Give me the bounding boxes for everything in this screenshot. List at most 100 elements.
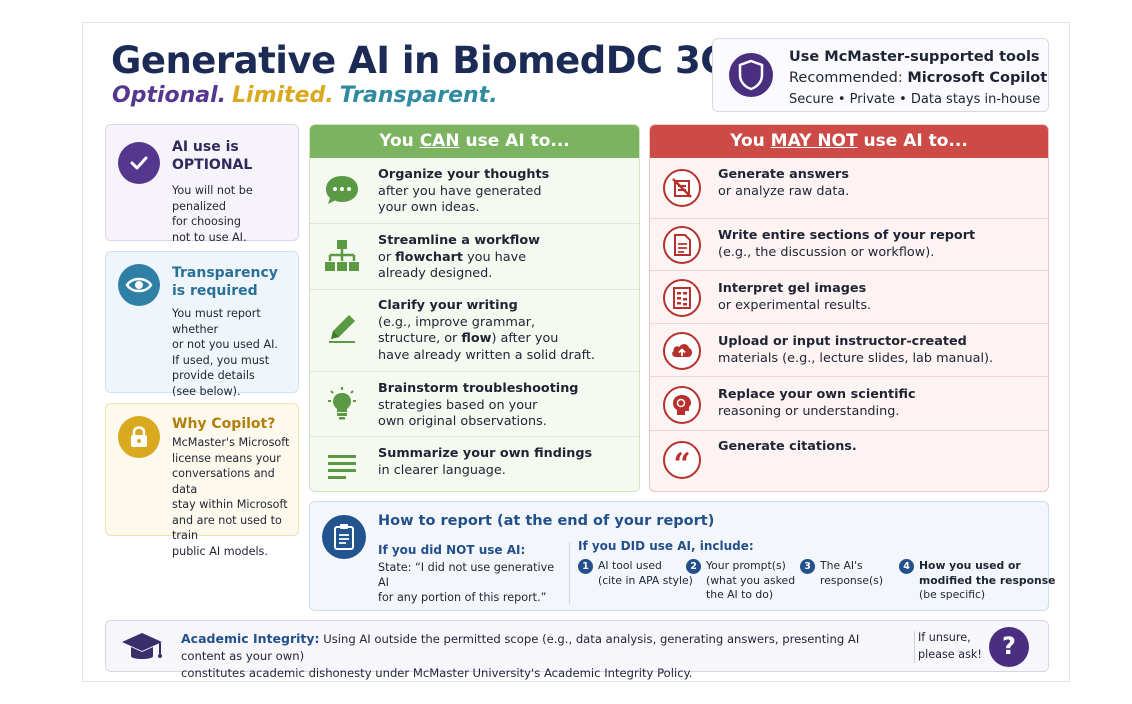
can-item: Organize your thoughts after you have ge… [310,158,639,223]
may-not-item: Generate answers or analyze raw data. [650,158,1048,218]
copilot-body-line: public AI models. [172,544,268,558]
can-header-pre: You [379,131,420,151]
shield-icon [729,53,773,97]
report-box: How to report (at the end of your report… [309,501,1056,611]
may-not-item-text: Generate citations. [718,439,857,456]
copilot-body-line: conversations and data [172,467,275,496]
tools-heading: Use McMaster-supported tools [789,49,1040,65]
may-not-item-bold: Write entire sections of your report [718,228,976,243]
can-item-line: own original observations. [378,414,547,429]
can-item-bold: flowchart [395,249,464,265]
can-item-bold: Streamline a workflow [378,233,540,248]
copilot-heading: Why Copilot? [172,416,276,432]
tools-copilot: Microsoft Copilot [907,70,1048,86]
can-header: You CAN use AI to... [310,125,639,158]
step-line: How you used or [919,559,1021,572]
text-lines-icon [322,446,362,486]
can-item-line: (e.g., improve grammar, [378,314,536,330]
can-item-text: Streamline a workflow or flowchart you h… [378,233,540,283]
may-not-item-rest: or analyze raw data. [718,183,850,199]
clipboard-icon [322,515,366,559]
did-use-heading: If you DID use AI, include: [578,539,754,553]
can-item-line: already designed. [378,266,493,281]
may-not-item-text: Replace your own scientific reasoning or… [718,387,916,420]
can-item-line: structure, or [378,331,462,346]
tools-box: Use McMaster-supported tools Recommended… [712,38,1049,112]
subtitle-transparent: Transparent. [339,83,498,108]
quote-icon: “ [662,440,702,480]
pencil-icon [322,308,362,348]
can-item-line: or [378,249,396,265]
unsure-line: If unsure, [918,631,971,644]
gel-image-icon [662,278,702,318]
transparency-card: Transparency is required You must report… [105,251,299,398]
may-not-header-emphasis: MAY NOT [770,131,858,151]
no-use-line: State: “I did not use generative AI [378,561,555,589]
may-not-item-rest: or experimental results. [718,297,872,313]
step-number: 3 [800,559,815,574]
optional-card: AI use is OPTIONAL You will not be penal… [105,124,299,244]
academic-integrity-box: Academic Integrity: Using AI outside the… [105,620,1049,680]
step-text: Your prompt(s) (what you asked the AI to… [706,559,795,603]
can-item-line: strategies based on your [378,397,538,413]
optional-body: You will not be penalized for choosing n… [172,183,298,245]
step-number: 1 [578,559,593,574]
tools-recommended: Recommended: Microsoft Copilot [789,70,1047,86]
unsure-line: please ask! [918,647,982,661]
step-line: AI tool used [598,559,662,572]
transparency-body-line: You must report whether [172,307,261,336]
copilot-card: Why Copilot? McMaster's Microsoft licens… [105,403,299,558]
may-not-column: You MAY NOT use AI to... Generate answer… [649,124,1049,492]
may-not-item: Upload or input instructor-created mater… [650,323,1048,376]
workflow-icon [322,236,362,276]
no-use-line: for any portion of this report.” [378,591,547,604]
report-divider [569,542,570,604]
copilot-body-line: stay within Microsoft [172,498,288,511]
may-not-item-text: Upload or input instructor-created mater… [718,334,993,367]
transparency-body-line: If used, you must [172,353,270,367]
tools-recommended-label: Recommended: [789,70,908,86]
transparency-body-line: or not you used AI. [172,338,278,351]
can-item-bold: Clarify your writing [378,298,518,313]
optional-heading-line: AI use is [172,139,239,155]
page-title: Generative AI in BiomedDC 3C06 [111,39,778,82]
report-title: How to report (at the end of your report… [378,513,715,529]
step-line: The AI's [820,559,863,572]
poster: Generative AI in BiomedDC 3C06 Optional.… [82,22,1070,682]
can-item-text: Summarize your own findings in clearer l… [378,446,592,479]
can-header-emphasis: CAN [419,131,460,151]
can-item-text: Organize your thoughts after you have ge… [378,167,549,217]
transparency-body-line: (see below). [172,384,241,398]
may-not-item: Interpret gel images or experimental res… [650,270,1048,323]
step-line: (cite in APA style) [598,573,693,587]
can-item-text: Brainstorm troubleshooting strategies ba… [378,381,578,431]
transparency-heading: Transparency is required [172,264,278,300]
integrity-line: Using AI outside the permitted scope (e.… [181,632,860,663]
integrity-label: Academic Integrity: [181,631,320,646]
may-not-item-bold: Generate citations. [718,439,857,454]
copilot-body-line: license means your [172,451,281,465]
may-not-item-bold: Generate answers [718,167,849,182]
optional-heading-line: OPTIONAL [172,157,253,173]
may-not-item-text: Interpret gel images or experimental res… [718,281,871,314]
can-item: Brainstorm troubleshooting strategies ba… [310,371,639,436]
transparency-heading-line: is required [172,283,258,299]
can-column: You CAN use AI to... Organize your thoug… [309,124,640,492]
can-item-bold: Summarize your own findings [378,446,593,461]
if-unsure-text: If unsure, please ask! [918,630,982,663]
may-not-item-rest: reasoning or understanding. [718,403,900,419]
no-use-statement: State: “I did not use generative AI for … [378,560,564,605]
document-icon [662,225,702,265]
integrity-divider [914,631,915,663]
copilot-body-line: and are not used to train [172,513,282,543]
upload-icon [662,331,702,371]
may-not-item: Write entire sections of your report (e.… [650,218,1048,270]
may-not-header: You MAY NOT use AI to... [650,125,1048,158]
step-text: How you used or modified the response (b… [919,559,1056,603]
may-not-item-text: Write entire sections of your report (e.… [718,228,975,261]
may-not-item: “ Generate citations. [650,430,1048,491]
can-item-bold: flow [461,331,492,346]
question-icon: ? [989,627,1029,667]
optional-body-line: for choosing [172,215,241,228]
eye-icon [118,264,160,306]
